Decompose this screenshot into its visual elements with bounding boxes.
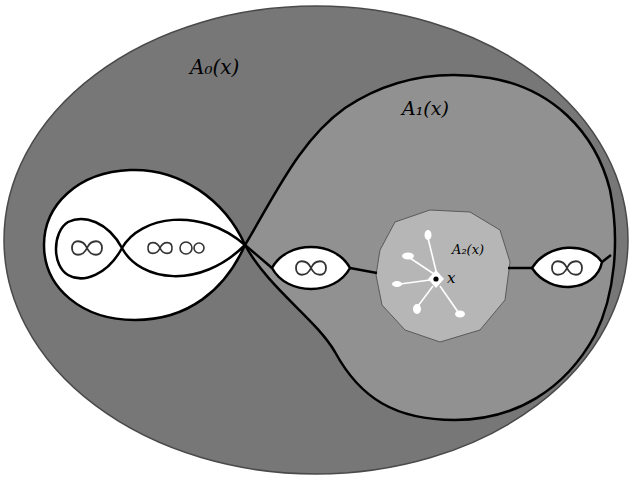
text-slot: A₂(x) — [452, 243, 484, 258]
point-patch — [428, 270, 444, 288]
point-dot — [433, 276, 438, 281]
blob-links — [400, 238, 458, 312]
boundary-curve — [245, 245, 272, 268]
hole-lobe — [44, 170, 245, 320]
white-blobs — [392, 230, 465, 318]
hole-lobe — [272, 247, 350, 289]
region-label: A₂(x) — [452, 243, 484, 258]
boundary-curve — [508, 267, 532, 270]
region-label: A₀(x) — [190, 56, 239, 79]
region-fill — [245, 75, 615, 420]
hole-lobe — [532, 248, 602, 287]
middle-region: A₁(x) A₂(x) x — [240, 65, 620, 425]
small-loop — [194, 243, 204, 253]
infinity-loop — [296, 261, 326, 275]
infinity-loop — [148, 243, 172, 254]
text-slot: A₁(x) — [402, 98, 449, 120]
inner-region: A₂(x) x — [370, 205, 515, 347]
region-label: A₁(x) — [402, 98, 449, 120]
region-fill — [4, 6, 628, 474]
figure-eight — [56, 219, 245, 278]
boundary-curve — [350, 268, 377, 273]
infinity-loop — [552, 261, 582, 275]
infinity-loop — [72, 241, 102, 255]
small-loop — [180, 242, 192, 254]
point-label: x — [447, 270, 455, 287]
region-fill — [376, 210, 510, 342]
text-slot: A₀(x) — [190, 56, 239, 79]
text-slot: x — [447, 270, 455, 287]
region-shape — [370, 205, 515, 347]
boundary-curve — [602, 255, 611, 262]
